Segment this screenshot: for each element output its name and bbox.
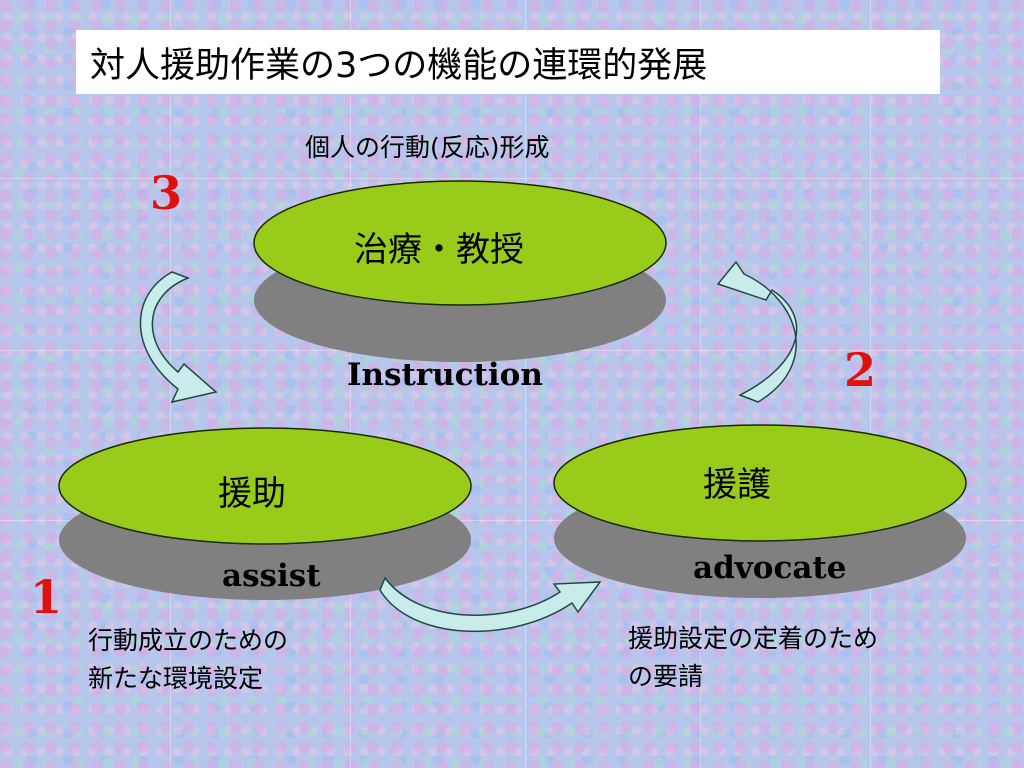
arrow-1-to-2-icon (379, 576, 602, 633)
right-description-line: の要請 (628, 662, 704, 691)
top-node-label: 治療・教授 (354, 230, 524, 270)
left-description: 行動成立のための 新たな環境設定 (88, 622, 288, 698)
background-seam (870, 0, 871, 768)
left-node-english: assist (222, 558, 321, 594)
top-caption: 個人の行動(反応)形成 (305, 133, 550, 162)
background-seam (350, 0, 351, 768)
left-node-label: 援助 (218, 474, 286, 514)
arrow-3-to-1-icon (139, 271, 218, 404)
title-box: 対人援助作業の3つの機能の連環的発展 (76, 30, 940, 94)
background-seam (0, 520, 1024, 521)
left-description-line: 新たな環境設定 (88, 664, 264, 693)
top-node-ellipse (253, 180, 667, 306)
right-node-label: 援護 (703, 465, 771, 505)
background-seam (170, 0, 171, 768)
right-node-english: advocate (693, 550, 847, 586)
right-node-ellipse (553, 424, 967, 542)
step-number-1: 1 (30, 570, 63, 624)
step-number-3: 3 (150, 166, 183, 220)
background-seam (700, 0, 701, 768)
background-seam (0, 178, 1024, 179)
arrow-2-to-3-icon (716, 260, 798, 403)
left-description-line: 行動成立のための (88, 626, 289, 655)
right-description-line: 援助設定の定着のため (628, 624, 879, 653)
slide-title: 対人援助作業の3つの機能の連環的発展 (90, 45, 708, 86)
top-node-english: Instruction (347, 357, 543, 393)
right-description: 援助設定の定着のため の要請 (628, 620, 878, 696)
background-seam (525, 0, 526, 768)
left-node-ellipse (58, 427, 472, 545)
step-number-2: 2 (844, 343, 877, 397)
